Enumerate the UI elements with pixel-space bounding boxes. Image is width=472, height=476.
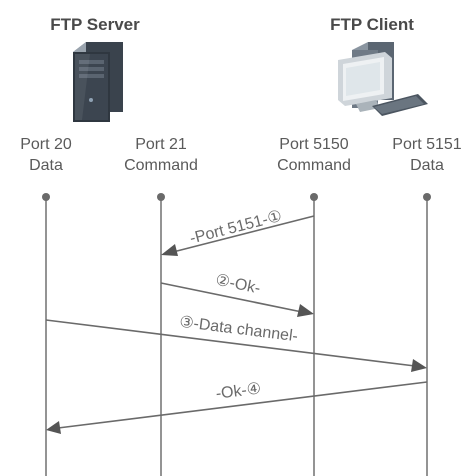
lifeline-dot-port-5150 [310, 193, 318, 201]
lifeline-dot-port-5151 [423, 193, 431, 201]
message-3: ③-Data channel- [45, 314, 427, 372]
lifeline-dot-port-20 [42, 193, 50, 201]
message-2-label: ②-Ok- [214, 272, 262, 298]
port-21-label: Port 21 [135, 136, 187, 153]
port-5150-label: Port 5150 [279, 136, 348, 153]
port-5150-role: Command [277, 157, 351, 174]
lifeline-dot-port-21 [157, 193, 165, 201]
port-5151-role: Data [410, 157, 444, 174]
port-21-role: Command [124, 157, 198, 174]
server-title: FTP Server [50, 15, 140, 34]
message-3-label: ③-Data channel- [178, 314, 298, 346]
message-4-label: -Ok-④ [215, 380, 262, 402]
server-tower-icon [73, 42, 123, 122]
desktop-computer-icon [338, 42, 428, 116]
message-1-label: -Port 5151-① [188, 208, 284, 248]
port-5151-label: Port 5151 [392, 136, 461, 153]
client-title: FTP Client [330, 15, 414, 34]
message-4: -Ok-④ [46, 380, 428, 434]
message-2: ②-Ok- [160, 272, 314, 317]
message-1: -Port 5151-① [161, 208, 315, 256]
port-20-role: Data [29, 157, 63, 174]
port-20-label: Port 20 [20, 136, 72, 153]
